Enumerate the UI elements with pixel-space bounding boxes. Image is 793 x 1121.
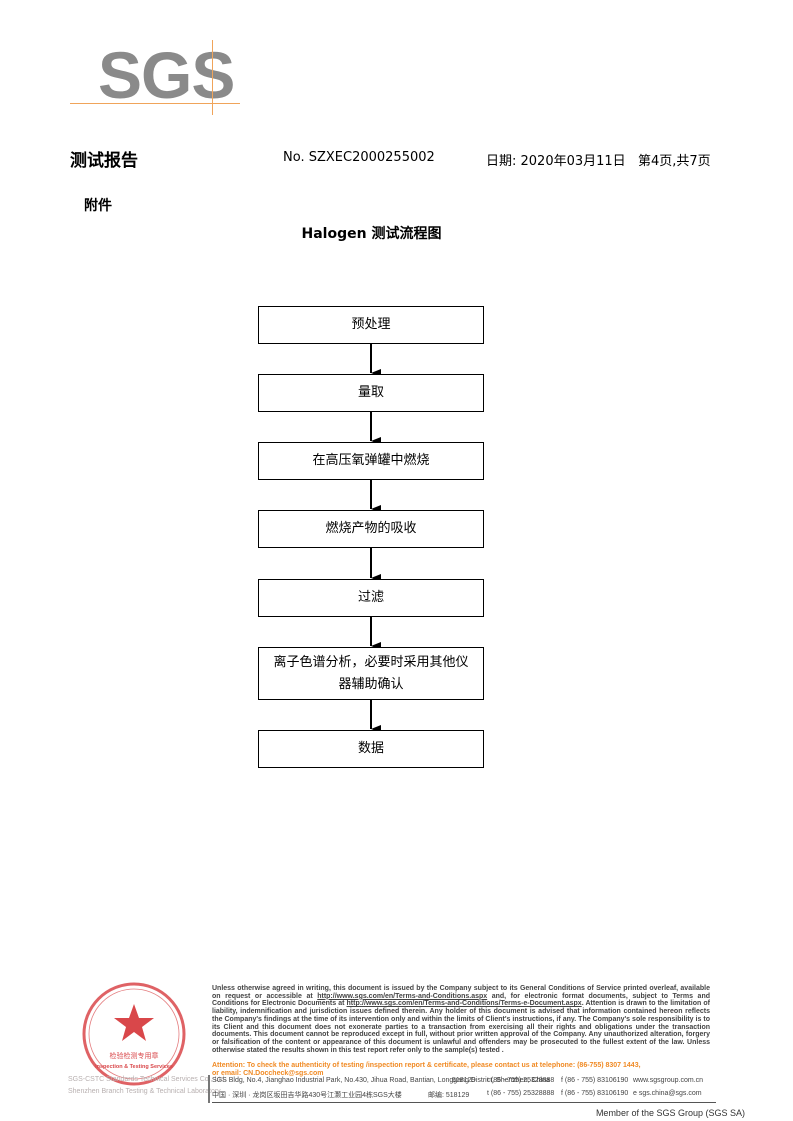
legal-disclaimer: Unless otherwise agreed in writing, this… <box>212 985 710 1054</box>
address-cn: 中国 · 深圳 · 龙岗区坂田吉华路430号江灏工业园4栋SGS大楼 <box>212 1092 402 1099</box>
flow-step-filtration: 过滤 <box>258 579 484 617</box>
page-indicator: 第4页,共7页 <box>638 154 711 169</box>
terms-link[interactable]: http://www.sgs.com/en/Terms-and-Conditio… <box>317 992 488 1000</box>
address-divider <box>208 1075 210 1103</box>
fax-en: f (86 - 755) 83106190 <box>561 1077 629 1084</box>
inspection-seal: 检验检测专用章 Inspection & Testing Services <box>82 982 186 1086</box>
flow-step-measure: 量取 <box>258 374 484 412</box>
e-document-terms-link[interactable]: http://www.sgs.com/en/Terms-and-Conditio… <box>346 1000 582 1008</box>
disclaimer-text-1: Unless otherwise agreed in writing, this… <box>212 985 710 1000</box>
zip-en: 518129 <box>452 1077 476 1084</box>
fax-cn: f (86 - 755) 83106190 <box>561 1090 629 1097</box>
seal-branch-line: Shenzhen Branch Testing & Technical Labo… <box>68 1088 221 1095</box>
address-en: SGS Bldg, No.4, Jianghao Industrial Park… <box>212 1077 550 1084</box>
authenticity-email[interactable]: or email: CN.Doccheck@sgs.com <box>212 1070 324 1077</box>
seal-inner-cn: 检验检测专用章 <box>110 1051 159 1060</box>
flowchart-title: Halogen 测试流程图 <box>301 226 442 242</box>
disclaimer-text-2: and, for electronic format documents, su… <box>212 992 711 1008</box>
disclaimer-text-3: . Attention is drawn to the limitation o… <box>212 1000 710 1054</box>
logo-vertical-rule <box>212 40 213 115</box>
report-number: No. SZXEC2000255002 <box>283 150 435 165</box>
authenticity-line-1: Attention: To check the authenticity of … <box>212 1062 641 1069</box>
seal-company-line: SGS-CSTC Standards Technical Services Co… <box>68 1076 227 1083</box>
report-title: 测试报告 <box>70 151 138 171</box>
zip-cn: 邮编: 518129 <box>428 1092 470 1099</box>
logo-horizontal-rule <box>70 103 240 104</box>
tel-cn: t (86 - 755) 25328888 <box>487 1090 555 1097</box>
authenticity-notice: Attention: To check the authenticity of … <box>212 1062 712 1078</box>
seal-inner-en: Inspection & Testing Services <box>95 1064 173 1070</box>
email-cn[interactable]: e sgs.china@sgs.com <box>633 1090 702 1097</box>
annex-label: 附件 <box>84 198 112 214</box>
flow-step-absorption: 燃烧产物的吸收 <box>258 510 484 548</box>
website[interactable]: www.sgsgroup.com.cn <box>633 1077 704 1084</box>
flow-step-data: 数据 <box>258 730 484 768</box>
sgs-member-line: Member of the SGS Group (SGS SA) <box>595 1108 745 1118</box>
flow-step-combustion: 在高压氧弹罐中燃烧 <box>258 442 484 480</box>
sgs-logo: SGS <box>70 40 240 115</box>
flow-step-ion-chromatography: 离子色谱分析，必要时采用其他仪器辅助确认 <box>258 647 484 700</box>
tel-en: t (86 - 755) 25328888 <box>487 1077 555 1084</box>
flow-step-pretreatment: 预处理 <box>258 306 484 344</box>
report-date: 日期: 2020年03月11日 <box>486 154 626 169</box>
footer-rule <box>212 1102 716 1103</box>
